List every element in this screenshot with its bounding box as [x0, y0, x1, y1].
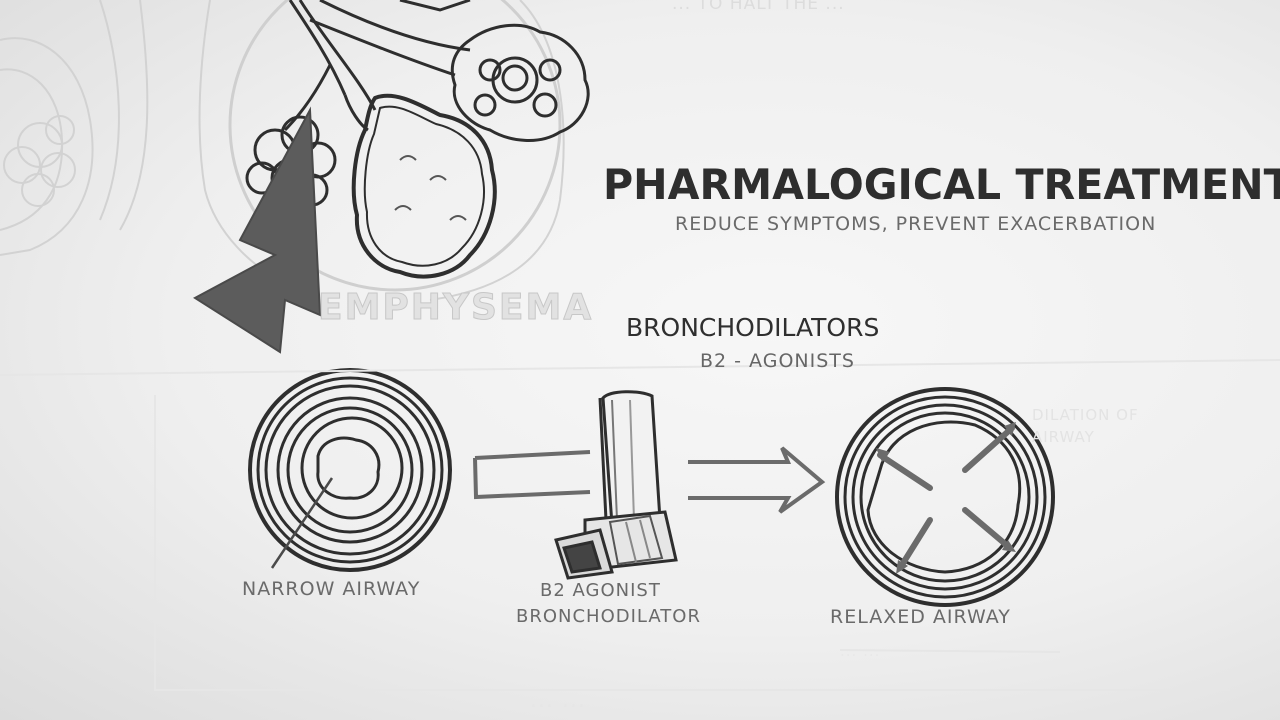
inhaler-icon: [554, 390, 678, 580]
faint-text-right: DILATION OF AIRWAY: [1032, 406, 1139, 446]
arrow-to-relaxed: [688, 446, 826, 514]
narrow-airway-diagram: [248, 368, 452, 572]
faint-text-bottom-right: ... ...: [840, 642, 881, 660]
faint-background-marks: [0, 359, 1280, 691]
page-subtitle: REDUCE SYMPTOMS, PREVENT EXACERBATION: [675, 213, 1157, 235]
emphysema-circle: [193, 0, 590, 354]
emphysema-label: EMPHYSEMA: [317, 287, 594, 329]
agonist-label-line2: BRONCHODILATOR: [516, 606, 701, 627]
section-heading: BRONCHODILATORS: [626, 313, 880, 342]
narrow-airway-label: NARROW AIRWAY: [242, 578, 421, 600]
faint-text-top: ... TO HALT THE ...: [672, 0, 845, 14]
arrow-to-inhaler: [473, 450, 591, 500]
section-subheading: B2 - AGONISTS: [700, 350, 855, 372]
relaxed-airway-label: RELAXED AIRWAY: [830, 606, 1011, 628]
agonist-label-line1: B2 AGONIST: [540, 580, 661, 601]
relaxed-airway-diagram: [835, 387, 1055, 607]
faint-text-bottom: ... ...: [530, 688, 586, 713]
faded-lung-sketch: [0, 0, 565, 301]
page-title: PHARMALOGICAL TREATMENT: [603, 160, 1280, 209]
